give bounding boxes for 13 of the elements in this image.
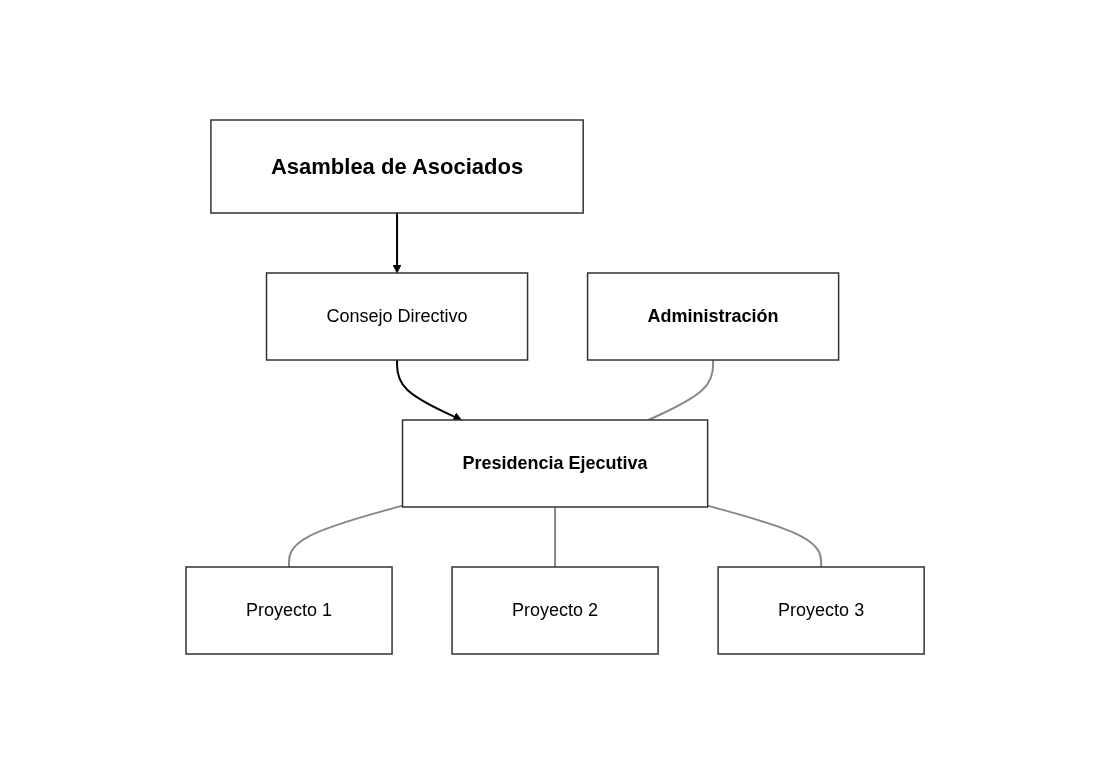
connector	[647, 358, 714, 421]
connector	[554, 505, 556, 568]
node-box: Consejo Directivo	[265, 271, 529, 361]
node-box: Proyecto 1	[185, 565, 393, 655]
connector	[287, 504, 404, 568]
node-box: Proyecto 2	[451, 565, 659, 655]
connector	[706, 504, 823, 568]
node-box: Asamblea de Asociados	[210, 118, 584, 214]
arrow	[395, 358, 462, 421]
node-box: Administración	[586, 271, 840, 361]
node-box: Proyecto 3	[717, 565, 925, 655]
node-box: Presidencia Ejecutiva	[401, 418, 709, 508]
arrow	[392, 211, 402, 273]
